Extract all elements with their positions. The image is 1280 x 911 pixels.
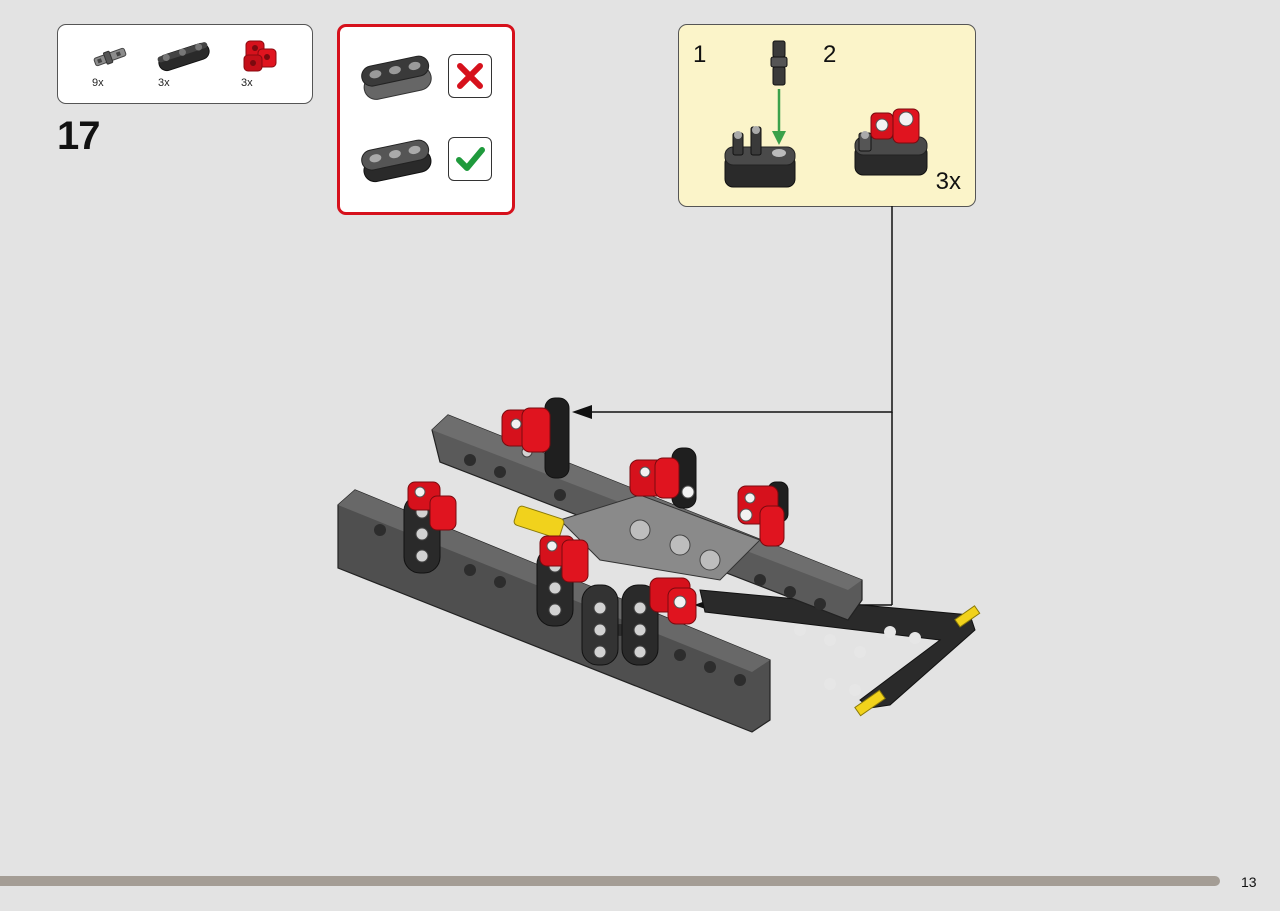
- part-connector-pin: [88, 35, 132, 80]
- substep-1-label: 1: [693, 41, 707, 68]
- part-count-red-connector: 3x: [241, 77, 253, 89]
- wrong-mark-box: [448, 54, 492, 98]
- substep-2-label: 2: [823, 41, 837, 68]
- rear-strip-holes: [794, 624, 921, 696]
- black-beam-3-icon: [157, 42, 210, 72]
- red-connector-icon: [243, 40, 277, 72]
- orientation-check-box: [337, 24, 515, 215]
- arrow-head-upper: [572, 405, 592, 419]
- substep-1-illustration: [724, 40, 796, 188]
- part-count-connector-pin: 9x: [92, 77, 104, 89]
- red-connector-holes: [414, 418, 756, 609]
- rear-axle-assembly: [699, 589, 981, 717]
- part-red-connector: [238, 35, 284, 82]
- part-count-black-beam: 3x: [158, 77, 170, 89]
- page-number: 13: [1241, 874, 1257, 890]
- right-mark-box: [448, 137, 492, 181]
- right-beam-orientation: [361, 139, 432, 183]
- cross-icon: [457, 63, 483, 89]
- connector-pin-icon: [93, 47, 127, 67]
- part-black-beam: [154, 35, 214, 80]
- step-number: 17: [57, 114, 100, 158]
- wrong-beam-orientation: [361, 55, 432, 100]
- red-connectors: [407, 407, 785, 625]
- check-icon: [456, 147, 485, 171]
- center-assembly: [513, 494, 761, 581]
- main-model-illustration: [337, 206, 981, 733]
- subassembly-quantity: 3x: [935, 168, 961, 195]
- subassembly-callout: 1 2 3x: [678, 24, 976, 207]
- parts-list: 9x 3x 3x: [57, 24, 313, 104]
- footer-progress-bar: [0, 876, 1220, 886]
- substep-2-illustration: [854, 108, 928, 176]
